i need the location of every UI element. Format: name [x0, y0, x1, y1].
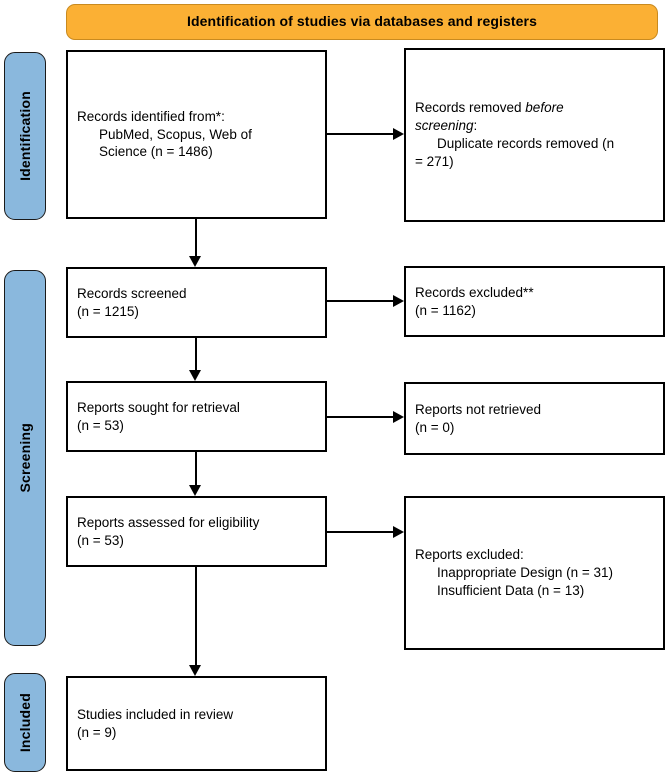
records-removed-line2: screening:: [415, 117, 654, 135]
box-reports-not-retrieved-text: Reports not retrieved (n = 0): [406, 401, 663, 437]
studies-included-line2: (n = 9): [77, 724, 117, 740]
box-records-removed: Records removed before screening: Duplic…: [404, 48, 665, 222]
reports-assessed-line1: Reports assessed for eligibility: [77, 514, 260, 530]
box-records-removed-text: Records removed before screening: Duplic…: [406, 99, 663, 171]
connector-sought-to-assessed: [195, 452, 197, 485]
box-reports-sought: Reports sought for retrieval (n = 53): [66, 381, 327, 452]
records-screened-line1: Records screened: [77, 285, 187, 301]
connector-sought-to-not-retrieved: [327, 416, 393, 418]
records-removed-line3: Duplicate records removed (n: [437, 136, 615, 151]
connector-screened-to-sought: [195, 338, 197, 370]
connector-assessed-to-excluded-reports: [327, 531, 393, 533]
box-reports-sought-text: Reports sought for retrieval (n = 53): [68, 399, 325, 435]
records-removed-line1: Records removed before: [415, 99, 654, 117]
records-identified-line3: Science (n = 1486): [99, 144, 213, 160]
box-records-excluded: Records excluded** (n = 1162): [404, 266, 665, 337]
reports-excluded-line3: Insufficient Data (n = 13): [437, 582, 585, 598]
arrowhead-right-icon-excluded-records: [393, 295, 404, 307]
reports-excluded-line1: Reports excluded:: [415, 547, 524, 563]
studies-included-line1: Studies included in review: [77, 706, 234, 722]
connector-assessed-to-included: [195, 567, 197, 665]
records-removed-line1-emphasis: before: [525, 100, 564, 116]
reports-sought-line1: Reports sought for retrieval: [77, 399, 240, 415]
arrowhead-down-icon-sought: [189, 370, 201, 381]
reports-not-retrieved-line2: (n = 0): [415, 419, 455, 435]
arrowhead-down-icon-included: [189, 665, 201, 676]
arrowhead-right-icon-removed: [393, 128, 404, 140]
reports-not-retrieved-line1: Reports not retrieved: [415, 401, 542, 417]
box-reports-not-retrieved: Reports not retrieved (n = 0): [404, 382, 665, 455]
stage-label-identification-text: Identification: [17, 91, 33, 181]
records-removed-line1-a: Records removed: [415, 100, 526, 116]
connector-screened-to-excluded-records: [327, 300, 393, 302]
box-studies-included-text: Studies included in review (n = 9): [68, 706, 325, 742]
stage-label-screening-text: Screening: [17, 423, 33, 493]
box-records-screened-text: Records screened (n = 1215): [68, 285, 325, 321]
records-identified-line2: PubMed, Scopus, Web of: [99, 126, 252, 142]
arrowhead-down-icon-assessed: [189, 485, 201, 496]
box-reports-excluded-text: Reports excluded: Inappropriate Design (…: [406, 546, 663, 600]
records-identified-line1: Records identified from*:: [77, 108, 225, 124]
box-records-identified: Records identified from*: PubMed, Scopus…: [66, 50, 327, 219]
records-excluded-line2: (n = 1162): [415, 302, 476, 318]
box-records-excluded-text: Records excluded** (n = 1162): [406, 284, 663, 320]
records-screened-line2: (n = 1215): [77, 303, 139, 319]
arrowhead-right-icon-not-retrieved: [393, 411, 404, 423]
box-reports-excluded: Reports excluded: Inappropriate Design (…: [404, 496, 665, 650]
records-removed-line2-emphasis: screening: [415, 118, 474, 134]
records-excluded-line1: Records excluded**: [415, 284, 534, 300]
connector-identified-to-removed: [327, 133, 393, 135]
connector-identified-to-screened: [195, 219, 197, 256]
box-records-screened: Records screened (n = 1215): [66, 267, 327, 338]
box-reports-assessed-text: Reports assessed for eligibility (n = 53…: [68, 514, 325, 550]
box-reports-assessed: Reports assessed for eligibility (n = 53…: [66, 496, 327, 567]
arrowhead-right-icon-excluded-reports: [393, 526, 404, 538]
records-removed-line2-colon: :: [473, 118, 478, 134]
box-records-identified-text: Records identified from*: PubMed, Scopus…: [68, 108, 325, 162]
reports-assessed-line2: (n = 53): [77, 532, 124, 548]
records-removed-line4: = 271): [415, 153, 454, 169]
reports-excluded-line2: Inappropriate Design (n = 31): [437, 565, 613, 581]
stage-label-included: Included: [4, 673, 46, 772]
diagram-header-banner: Identification of studies via databases …: [66, 4, 658, 40]
arrowhead-down-icon-screened: [189, 256, 201, 267]
stage-label-included-text: Included: [17, 692, 33, 753]
diagram-title: Identification of studies via databases …: [187, 13, 537, 30]
stage-label-identification: Identification: [4, 52, 46, 220]
box-studies-included: Studies included in review (n = 9): [66, 676, 327, 771]
reports-sought-line2: (n = 53): [77, 417, 124, 433]
stage-label-screening: Screening: [4, 270, 46, 646]
